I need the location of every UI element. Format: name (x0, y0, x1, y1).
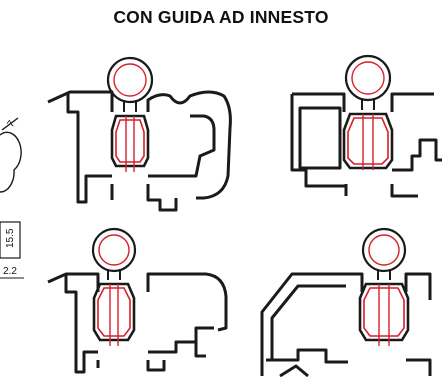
profile-4-inner (270, 284, 346, 360)
profile-section-3 (47, 272, 228, 374)
profile-4-foot (279, 364, 309, 378)
profile-2-right (392, 138, 442, 172)
guide-4-tongue (378, 284, 390, 346)
profile-2-base (344, 184, 418, 198)
guide-2-ring-inner (351, 61, 385, 95)
guide-1-ring (106, 56, 154, 104)
glazing-guide-4 (358, 227, 410, 346)
guide-2-ring (344, 54, 392, 102)
profile-section-4 (260, 272, 432, 378)
guide-4-stem (377, 269, 391, 280)
angle-dimension-label: 7 (5, 118, 17, 129)
profile-3-inner (148, 326, 214, 354)
profile-section-2 (290, 92, 442, 198)
detail-leader-line (1, 117, 19, 131)
guide-2-stem (361, 98, 375, 110)
profile-4-right (406, 358, 432, 376)
profile-1-base (110, 184, 178, 212)
guide-3-ring (91, 227, 137, 273)
profile-3-base (96, 360, 166, 372)
guide-2-body (342, 112, 394, 170)
glazing-guide-2 (342, 54, 394, 170)
profile-2-left-wall (290, 94, 346, 188)
guide-2-tongue (362, 114, 374, 170)
profile-2-frame (292, 92, 434, 112)
guide-1-clip (115, 119, 145, 163)
guide-3-ring-inner (98, 234, 130, 266)
profile-3-frame (47, 272, 228, 332)
height-dimension-label: 15.5 (5, 228, 16, 248)
profile-4-base (266, 348, 348, 364)
profile-section-1 (47, 90, 232, 212)
guide-3-tongue (109, 284, 119, 346)
guide-4-clip (363, 287, 405, 337)
guide-1-stem (123, 100, 137, 112)
diagram-title: CON GUIDA AD INNESTO (113, 7, 329, 27)
detail-circle-arc (0, 131, 22, 193)
guide-4-ring-inner (368, 234, 400, 266)
profile-1-frame (47, 90, 232, 200)
guide-3-body (92, 282, 136, 342)
guide-3-stem (107, 269, 121, 280)
profile-1-inner (148, 114, 216, 178)
profile-3-foot (194, 342, 206, 358)
profile-2-left-inner (298, 106, 342, 170)
guide-1-body (110, 114, 150, 168)
detail-section-box (0, 221, 21, 259)
profile-1-chamber (66, 92, 112, 204)
guide-1-ring-inner (113, 63, 147, 97)
guide-1-tongue (125, 116, 135, 172)
width-dimension-label: 2.2 (3, 266, 17, 277)
guide-4-body (358, 282, 410, 342)
guide-4-ring (361, 227, 407, 273)
guide-2-clip (347, 117, 389, 165)
profile-4-frame (260, 272, 432, 376)
glazing-guide-1 (106, 56, 154, 172)
guide-3-clip (97, 287, 131, 337)
glazing-guide-3 (91, 227, 137, 346)
guide-detail-sketch: 7 15.5 2.2 (0, 117, 24, 279)
profile-3-left (64, 274, 98, 374)
